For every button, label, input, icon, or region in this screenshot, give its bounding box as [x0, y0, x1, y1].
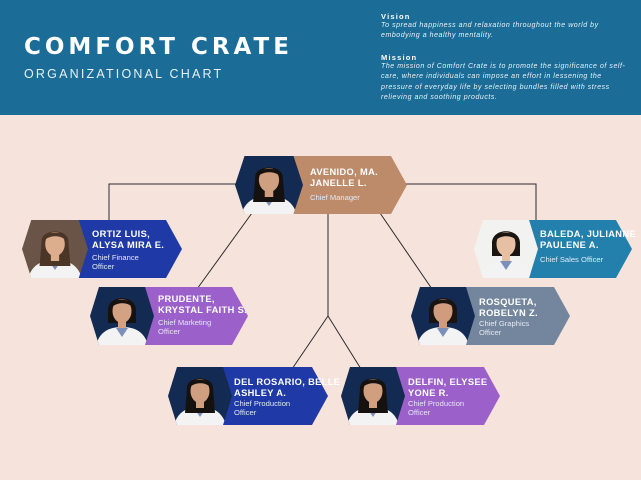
mission-block: Mission The mission of Comfort Crate is … — [381, 53, 626, 104]
member-name: ORTIZ LUIS,ALYSA MIRA E. — [92, 229, 165, 250]
chart-subtitle: ORGANIZATIONAL CHART — [24, 67, 224, 81]
portrait-photo — [174, 378, 226, 425]
vision-heading: Vision — [381, 12, 411, 21]
connector-rosqueta — [379, 212, 433, 290]
avatar — [168, 367, 232, 425]
collar-shape — [116, 328, 128, 337]
member-role: Chief Sales Officer — [540, 255, 604, 264]
vision-text: To spread happiness and relaxation throu… — [381, 22, 599, 40]
avatar — [474, 220, 538, 278]
fringe-shape — [112, 299, 132, 307]
avatar — [341, 367, 405, 425]
company-name: COMFORT CRATE — [24, 34, 293, 60]
member-name: ROSQUETA,ROBELYN Z. — [479, 297, 538, 318]
face-shape — [363, 379, 383, 403]
member-name: PRUDENTE,KRYSTAL FAITH S. — [158, 294, 248, 315]
fringe-shape — [190, 379, 210, 387]
portrait-photo — [96, 298, 148, 345]
portrait-photo — [241, 167, 297, 214]
fringe-shape — [44, 232, 66, 240]
collar-shape — [437, 328, 449, 337]
portrait-photo — [417, 298, 469, 345]
member-card-avenido: AVENIDO, MA.JANELLE L. Chief Manager — [235, 156, 407, 214]
fringe-shape — [496, 232, 516, 240]
connector-delfin — [327, 315, 362, 370]
face-shape — [433, 299, 453, 323]
face-shape — [112, 299, 132, 323]
connector-baleda — [405, 183, 537, 222]
face-shape — [496, 232, 516, 256]
header-banner: COMFORT CRATE ORGANIZATIONAL CHART Visio… — [0, 0, 641, 115]
connector-delrosario — [291, 315, 329, 370]
collar-shape — [500, 261, 512, 270]
avatar — [235, 156, 303, 214]
vision-block: Vision To spread happiness and relaxatio… — [381, 12, 626, 42]
member-card-prudente: PRUDENTE,KRYSTAL FAITH S. Chief Marketin… — [90, 287, 248, 345]
fringe-shape — [363, 379, 383, 387]
mission-heading: Mission — [381, 53, 418, 62]
avatar — [411, 287, 475, 345]
face-shape — [190, 379, 210, 403]
avatar — [22, 220, 88, 278]
portrait-photo — [28, 231, 82, 278]
portrait-photo — [480, 231, 532, 278]
face-shape — [45, 232, 65, 256]
member-name: AVENIDO, MA.JANELLE L. — [310, 167, 379, 188]
connector-ortiz — [108, 183, 237, 222]
connector-prudente — [196, 212, 253, 290]
face-shape — [258, 168, 280, 192]
portrait-photo — [347, 378, 399, 425]
fringe-shape — [433, 299, 453, 307]
member-role: Chief Manager — [310, 193, 360, 202]
mission-text: The mission of Comfort Crate is to promo… — [381, 63, 626, 102]
fringe-shape — [258, 168, 280, 176]
avatar — [90, 287, 154, 345]
